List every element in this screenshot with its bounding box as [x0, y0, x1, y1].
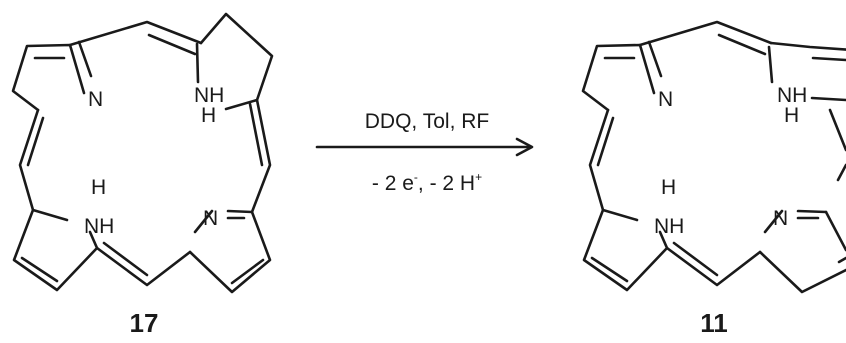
reactant-compound-number: 17 [130, 308, 159, 338]
hydrogen-label: H [91, 176, 106, 199]
nh-label: NH [194, 84, 224, 107]
nitrogen-label: N [658, 88, 673, 111]
product-compound-number: 11 [700, 308, 728, 338]
reactant-structure: N NH H NH H N 17 [11, 12, 274, 338]
reactant-atom-labels: N NH H NH H N [84, 84, 224, 238]
hydrogen-label: H [201, 104, 216, 127]
product-structure: N NH H NH H N 11 [581, 20, 846, 338]
hydrogen-label: H [784, 104, 799, 127]
reactant-bonds [11, 12, 274, 294]
product-atom-labels: N NH H NH H N [654, 84, 807, 238]
nh-label: NH [654, 215, 684, 238]
product-bonds [581, 20, 846, 294]
arrow-conditions-below: - 2 e-, - 2 H+ [372, 170, 482, 195]
nitrogen-label: N [773, 207, 788, 230]
nitrogen-label: N [88, 88, 103, 111]
nh-label: NH [777, 84, 807, 107]
hydrogen-label: H [661, 176, 676, 199]
arrow-conditions-above: DDQ, Tol, RF [365, 110, 489, 133]
nh-label: NH [84, 215, 114, 238]
nitrogen-label: N [203, 207, 218, 230]
reaction-arrow: DDQ, Tol, RF - 2 e-, - 2 H+ [315, 110, 534, 195]
